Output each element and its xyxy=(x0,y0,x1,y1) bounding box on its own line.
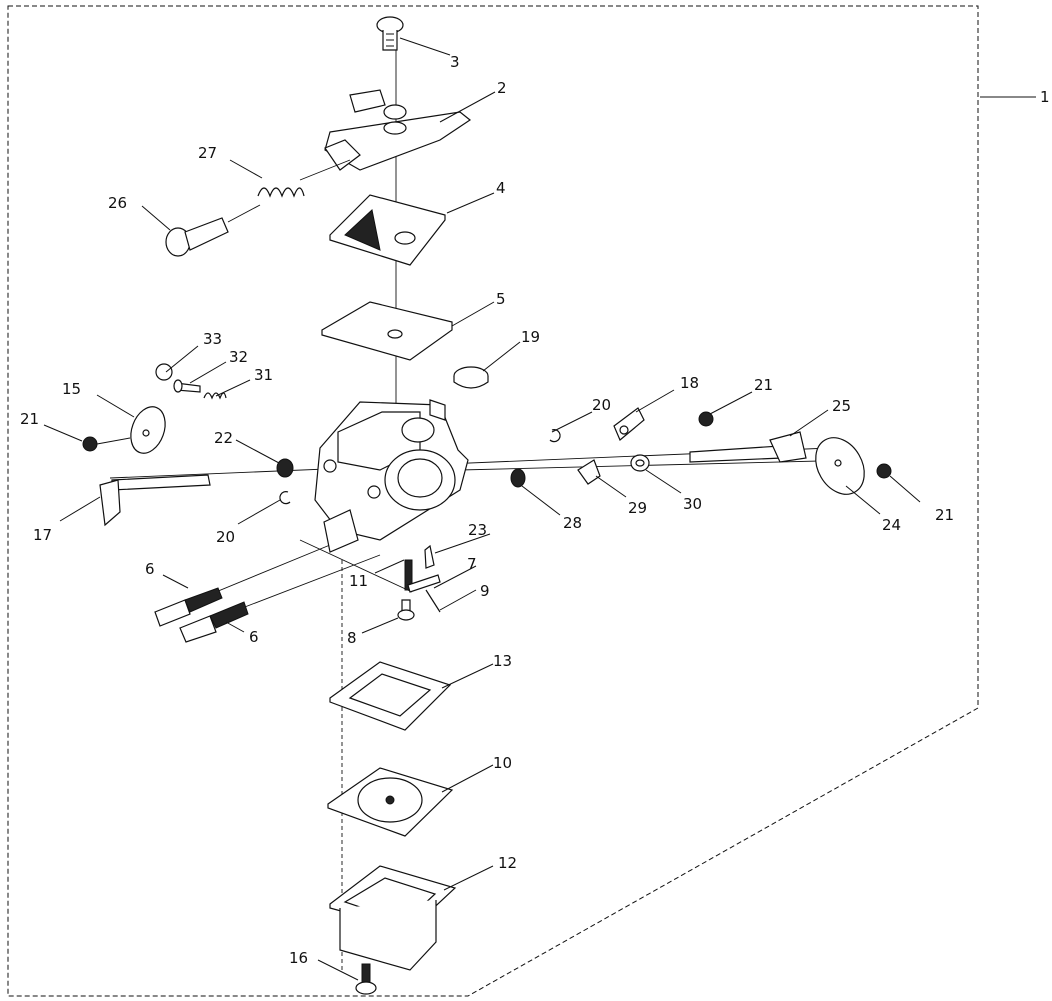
part-2-cover-plate xyxy=(324,89,472,171)
part-15-throttle-plate xyxy=(130,406,166,454)
part-29-detent xyxy=(577,459,601,485)
callout-labels: 1 3 2 27 4 26 5 19 33 32 31 15 18 21 25 … xyxy=(20,53,1050,967)
part-3-screw xyxy=(376,16,404,51)
part-6-needle-lower xyxy=(179,601,249,643)
callout-15: 15 xyxy=(62,380,81,398)
callout-8: 8 xyxy=(347,629,357,647)
callout-21a: 21 xyxy=(754,376,773,394)
callout-5: 5 xyxy=(496,290,506,308)
callout-16: 16 xyxy=(289,949,308,967)
callout-20b: 20 xyxy=(216,528,235,546)
part-12-cover xyxy=(329,865,457,971)
assembly-boundary xyxy=(7,5,979,997)
callout-6a: 6 xyxy=(145,560,155,578)
part-20-clip-right xyxy=(549,429,561,443)
part-13-gasket xyxy=(329,661,452,731)
part-16-screw xyxy=(355,963,377,995)
callout-6b: 6 xyxy=(249,628,259,646)
callout-33: 33 xyxy=(203,330,222,348)
choke-shaft-axis xyxy=(459,459,861,471)
callout-4: 4 xyxy=(496,179,506,197)
callout-13: 13 xyxy=(493,652,512,670)
part-30-washer xyxy=(630,454,650,472)
part-7-lever xyxy=(407,574,441,593)
callout-18: 18 xyxy=(680,374,699,392)
part-5-diaphragm xyxy=(321,301,453,361)
part-21-screw-right-top xyxy=(698,411,714,427)
callout-7: 7 xyxy=(467,555,477,573)
callout-23: 23 xyxy=(468,521,487,539)
callout-1: 1 xyxy=(1040,88,1050,106)
part-24-choke-plate xyxy=(815,437,865,495)
callout-2: 2 xyxy=(497,79,507,97)
part-26-adjust-screw xyxy=(165,204,261,257)
part-23-inlet-needle xyxy=(424,544,435,569)
callout-25: 25 xyxy=(832,397,851,415)
callout-11: 11 xyxy=(349,572,368,590)
needle-axis xyxy=(299,539,413,593)
part-27-spring xyxy=(257,159,351,198)
carburetor-body xyxy=(314,399,469,553)
part-21-screw-right-bottom xyxy=(876,463,892,479)
callout-12: 12 xyxy=(498,854,517,872)
part-17-throttle-shaft xyxy=(99,474,211,527)
callout-20a: 20 xyxy=(592,396,611,414)
part-25-choke-shaft xyxy=(689,431,807,463)
part-32-pin xyxy=(173,379,201,393)
callout-21b: 21 xyxy=(20,410,39,428)
callout-24: 24 xyxy=(882,516,901,534)
part-4-gasket xyxy=(329,194,446,266)
callout-27: 27 xyxy=(198,144,217,162)
callout-3: 3 xyxy=(450,53,460,71)
part-20-clip-left xyxy=(279,491,291,505)
callout-21c: 21 xyxy=(935,506,954,524)
part-19-plug xyxy=(453,366,489,389)
part-21-screw-left xyxy=(82,436,131,452)
part-18-lever xyxy=(613,407,645,441)
callout-30: 30 xyxy=(683,495,702,513)
part-10-diaphragm xyxy=(327,767,454,837)
leader-lines xyxy=(43,37,921,981)
part-9-spring xyxy=(425,589,441,613)
part-22-spring xyxy=(276,458,294,478)
callout-10: 10 xyxy=(493,754,512,772)
part-8-screw xyxy=(397,599,415,621)
part-31-spring xyxy=(203,392,227,400)
callout-32: 32 xyxy=(229,348,248,366)
callout-28: 28 xyxy=(563,514,582,532)
callout-22: 22 xyxy=(214,429,233,447)
part-6-needle-upper xyxy=(154,587,223,627)
callout-26: 26 xyxy=(108,194,127,212)
part-33-ball xyxy=(155,363,173,381)
callout-9: 9 xyxy=(480,582,490,600)
part-28-spring xyxy=(510,468,526,488)
callout-31: 31 xyxy=(254,366,273,384)
callout-29: 29 xyxy=(628,499,647,517)
callout-17: 17 xyxy=(33,526,52,544)
callout-19: 19 xyxy=(521,328,540,346)
